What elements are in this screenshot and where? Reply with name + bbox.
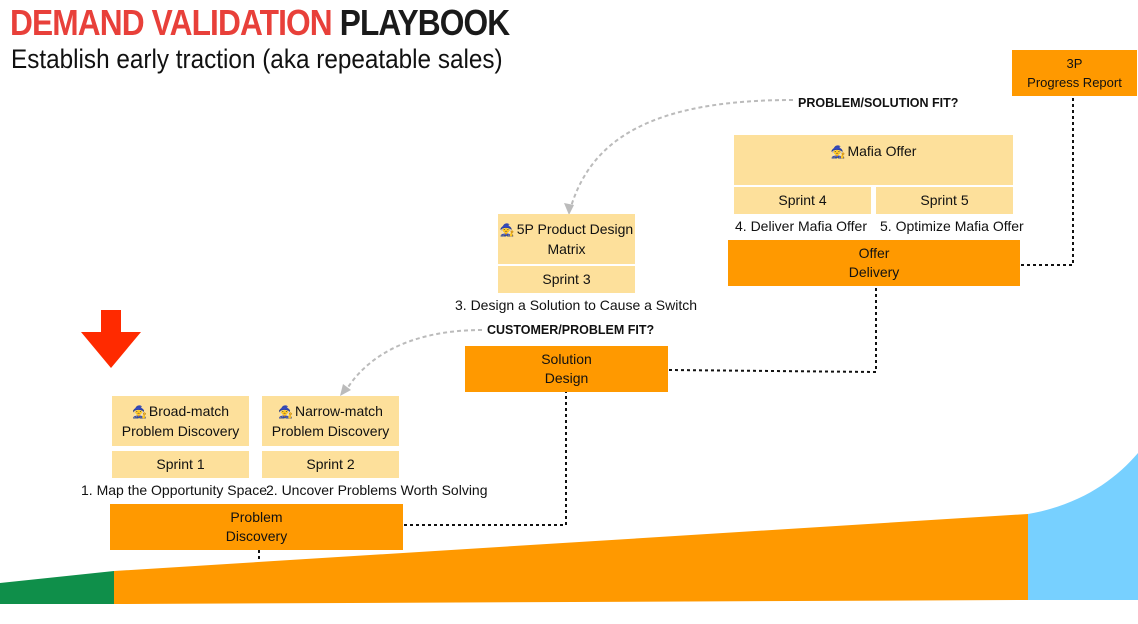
stage-label: Solution <box>541 351 592 367</box>
stage-label: Design <box>544 370 589 386</box>
activity-title-line: 🧙Broad-match <box>132 402 229 422</box>
customer-problem-fit-arrowhead <box>340 384 351 396</box>
stage-solution-design[interactable]: Solution Design <box>465 346 668 392</box>
traction-curve-orange <box>114 514 1028 604</box>
stage-label: Delivery <box>848 264 900 280</box>
activity-label: Problem Discovery <box>121 422 240 439</box>
stage-label: Discovery <box>225 528 288 544</box>
start-here-arrow <box>81 310 141 368</box>
activity-label: 5P Product Design <box>516 220 634 237</box>
title-part2: PLAYBOOK <box>339 2 510 43</box>
stage-label: Problem <box>230 509 283 525</box>
stage-offer-delivery[interactable]: Offer Delivery <box>728 240 1020 286</box>
title-part1: DEMAND VALIDATION <box>10 2 333 43</box>
activity-mafia-offer[interactable]: 🧙Mafia Offer <box>734 135 1013 185</box>
activity-label: Broad-match <box>148 402 230 419</box>
sprint-4[interactable]: Sprint 4 <box>734 187 871 214</box>
activity-label: Matrix <box>547 240 586 257</box>
activity-product-design[interactable]: 🧙5P Product Design Matrix <box>498 214 635 264</box>
wizard-icon: 🧙 <box>131 404 147 419</box>
activity-narrow-match[interactable]: 🧙Narrow-match Problem Discovery <box>262 396 399 446</box>
wizard-icon: 🧙 <box>830 145 846 159</box>
activity-title-line: 🧙5P Product Design <box>500 220 633 240</box>
wizard-icon: 🧙 <box>278 404 294 419</box>
activity-label: Narrow-match <box>295 402 383 419</box>
step-5-caption: 5. Optimize Mafia Offer <box>880 218 1024 234</box>
activity-label: Problem Discovery <box>271 422 390 439</box>
step-4-caption: 4. Deliver Mafia Offer <box>735 218 868 234</box>
customer-problem-fit-label: CUSTOMER/PROBLEM FIT? <box>487 323 655 337</box>
step-2-caption: 2. Uncover Problems Worth Solving <box>266 482 488 498</box>
problem-solution-fit-arrowhead <box>564 203 574 215</box>
stage-label: Offer <box>858 245 890 261</box>
sprint-3[interactable]: Sprint 3 <box>498 266 635 293</box>
page-subtitle: Establish early traction (aka repeatable… <box>11 44 503 74</box>
customer-problem-fit-arrow <box>344 329 483 393</box>
stage-label: 3P <box>1066 56 1083 71</box>
sprint-2[interactable]: Sprint 2 <box>262 451 399 478</box>
connector-offer-to-report <box>1021 97 1074 266</box>
stage-progress-report[interactable]: 3P Progress Report <box>1012 50 1137 96</box>
connector-discovery-to-solution <box>404 392 567 526</box>
sprint-5[interactable]: Sprint 5 <box>876 187 1013 214</box>
activity-label: Mafia Offer <box>847 143 917 159</box>
activity-broad-match[interactable]: 🧙Broad-match Problem Discovery <box>112 396 249 446</box>
traction-curve-green <box>0 571 114 604</box>
stage-label: Progress Report <box>1027 75 1122 90</box>
activity-title-line: 🧙Narrow-match <box>278 402 383 422</box>
page-title: DEMAND VALIDATION PLAYBOOK <box>10 2 510 44</box>
problem-solution-fit-label: PROBLEM/SOLUTION FIT? <box>798 96 959 110</box>
step-1-caption: 1. Map the Opportunity Space <box>81 482 267 498</box>
traction-curve-blue <box>1028 453 1138 600</box>
step-3-caption: 3. Design a Solution to Cause a Switch <box>455 297 698 313</box>
activity-title-line: 🧙Mafia Offer <box>831 142 917 162</box>
problem-solution-fit-arrow <box>569 99 794 211</box>
wizard-icon: 🧙 <box>499 222 515 237</box>
sprint-1[interactable]: Sprint 1 <box>112 451 249 478</box>
connector-solution-to-offer <box>668 287 877 374</box>
stage-problem-discovery[interactable]: Problem Discovery <box>110 504 403 550</box>
